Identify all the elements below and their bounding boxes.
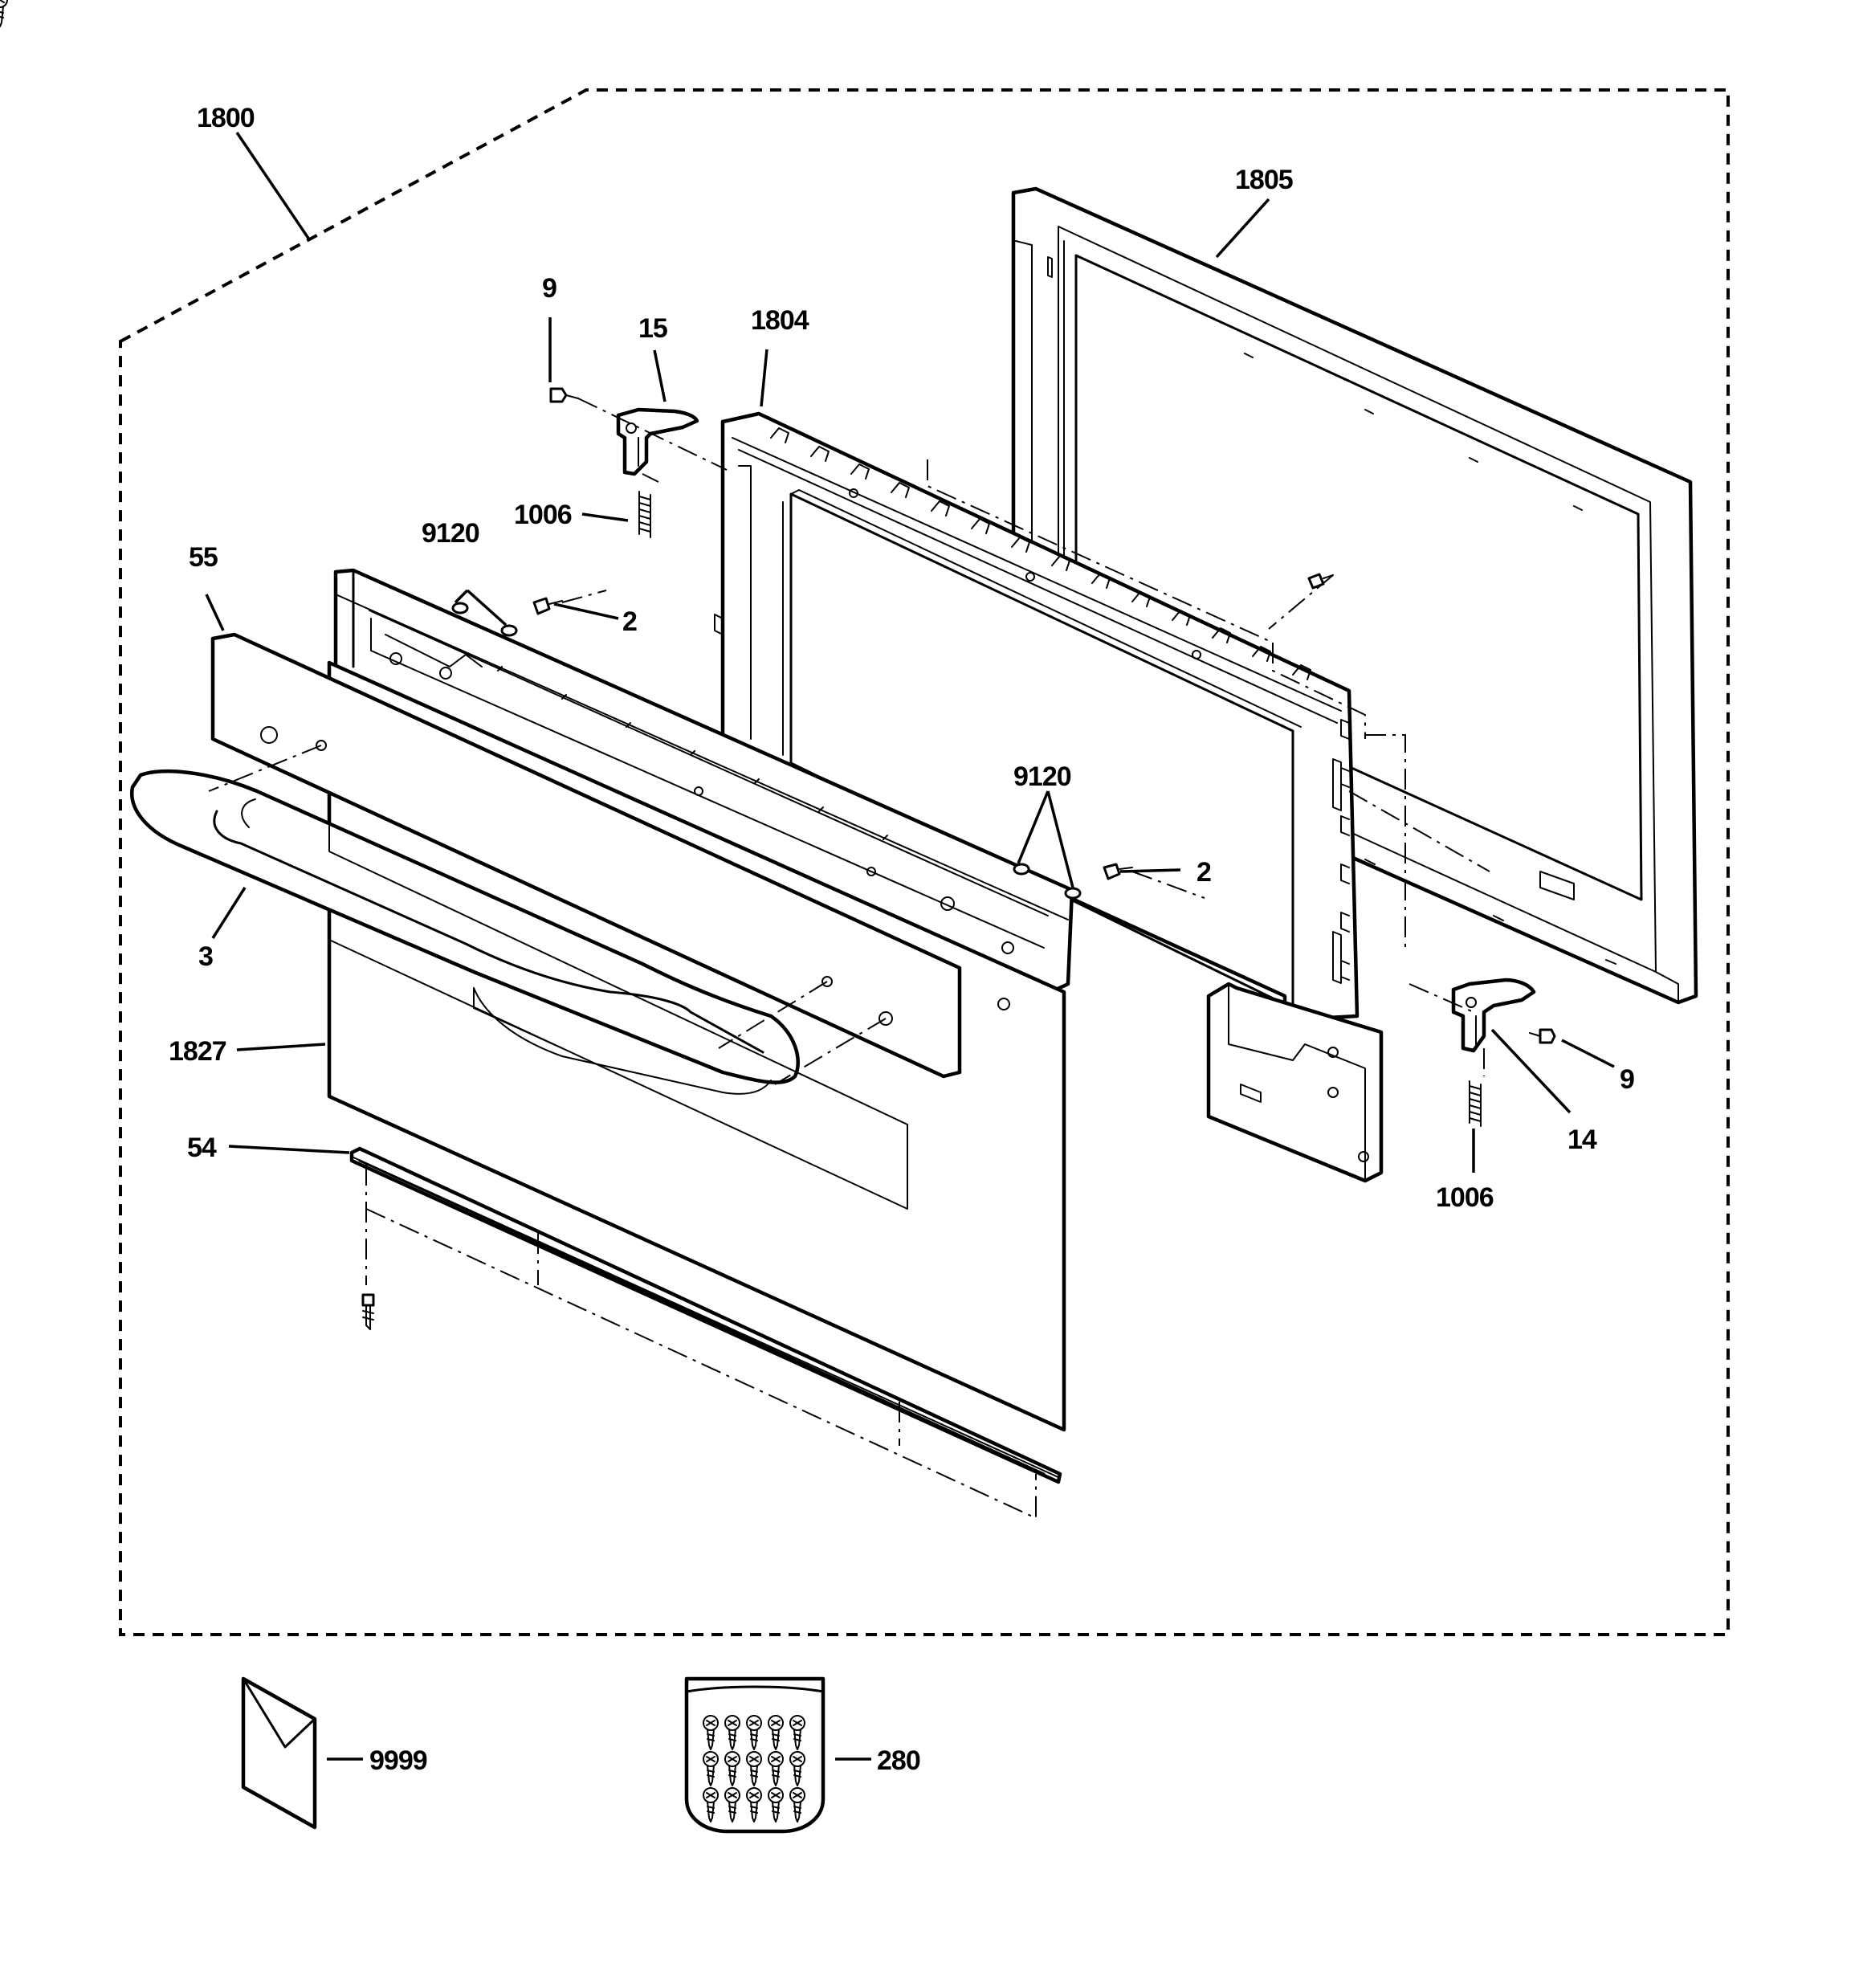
screw-9-right[interactable] xyxy=(1529,1028,1556,1044)
label-55: 55 xyxy=(189,542,218,573)
label-3: 3 xyxy=(198,941,213,972)
label-9-left: 9 xyxy=(542,273,556,304)
label-9-right: 9 xyxy=(1620,1064,1634,1095)
hinge-15-left[interactable] xyxy=(616,407,699,476)
washers-9120-right[interactable] xyxy=(1013,863,1082,900)
spring-1006-right[interactable] xyxy=(1469,1080,1482,1127)
label-2-left: 2 xyxy=(622,606,637,637)
label-14: 14 xyxy=(1567,1125,1597,1155)
label-15: 15 xyxy=(638,313,667,344)
literature-9999[interactable] xyxy=(241,1676,317,1830)
spring-1006-left[interactable] xyxy=(638,491,651,538)
leader-lines xyxy=(205,132,1615,1761)
screw-9-left[interactable] xyxy=(549,387,579,403)
label-1006-right: 1006 xyxy=(1436,1182,1494,1213)
hinge-14-right[interactable] xyxy=(1451,978,1536,1053)
part-labels: 1800 1805 9 15 1804 1006 9120 2 55 3 182… xyxy=(169,103,1635,1776)
label-9120-right: 9120 xyxy=(1013,761,1071,792)
bottom-trim-54[interactable] xyxy=(349,1146,1062,1484)
label-2-right: 2 xyxy=(1196,857,1211,888)
kit-boundary xyxy=(119,88,1730,1636)
label-1800: 1800 xyxy=(197,103,255,133)
label-1805: 1805 xyxy=(1235,165,1293,195)
label-1804: 1804 xyxy=(751,305,809,336)
assembly-lines xyxy=(208,398,1490,1520)
trim-55[interactable] xyxy=(210,632,962,1079)
washers-9120-left[interactable] xyxy=(451,602,518,637)
label-9120-left: 9120 xyxy=(422,518,479,549)
label-1827: 1827 xyxy=(169,1036,226,1067)
screw-kit-280[interactable] xyxy=(0,0,826,1834)
label-9999: 9999 xyxy=(369,1745,427,1776)
screw-2-left[interactable] xyxy=(532,597,563,615)
screw-2-right[interactable] xyxy=(1103,863,1133,880)
screw-kit-screws xyxy=(0,0,805,1823)
screw-bottom-left[interactable] xyxy=(361,1293,375,1330)
handle-3[interactable] xyxy=(130,769,800,1095)
panel-recess xyxy=(328,818,908,1210)
label-1006-left: 1006 xyxy=(514,500,572,530)
label-280: 280 xyxy=(877,1745,920,1776)
label-54: 54 xyxy=(187,1133,217,1163)
